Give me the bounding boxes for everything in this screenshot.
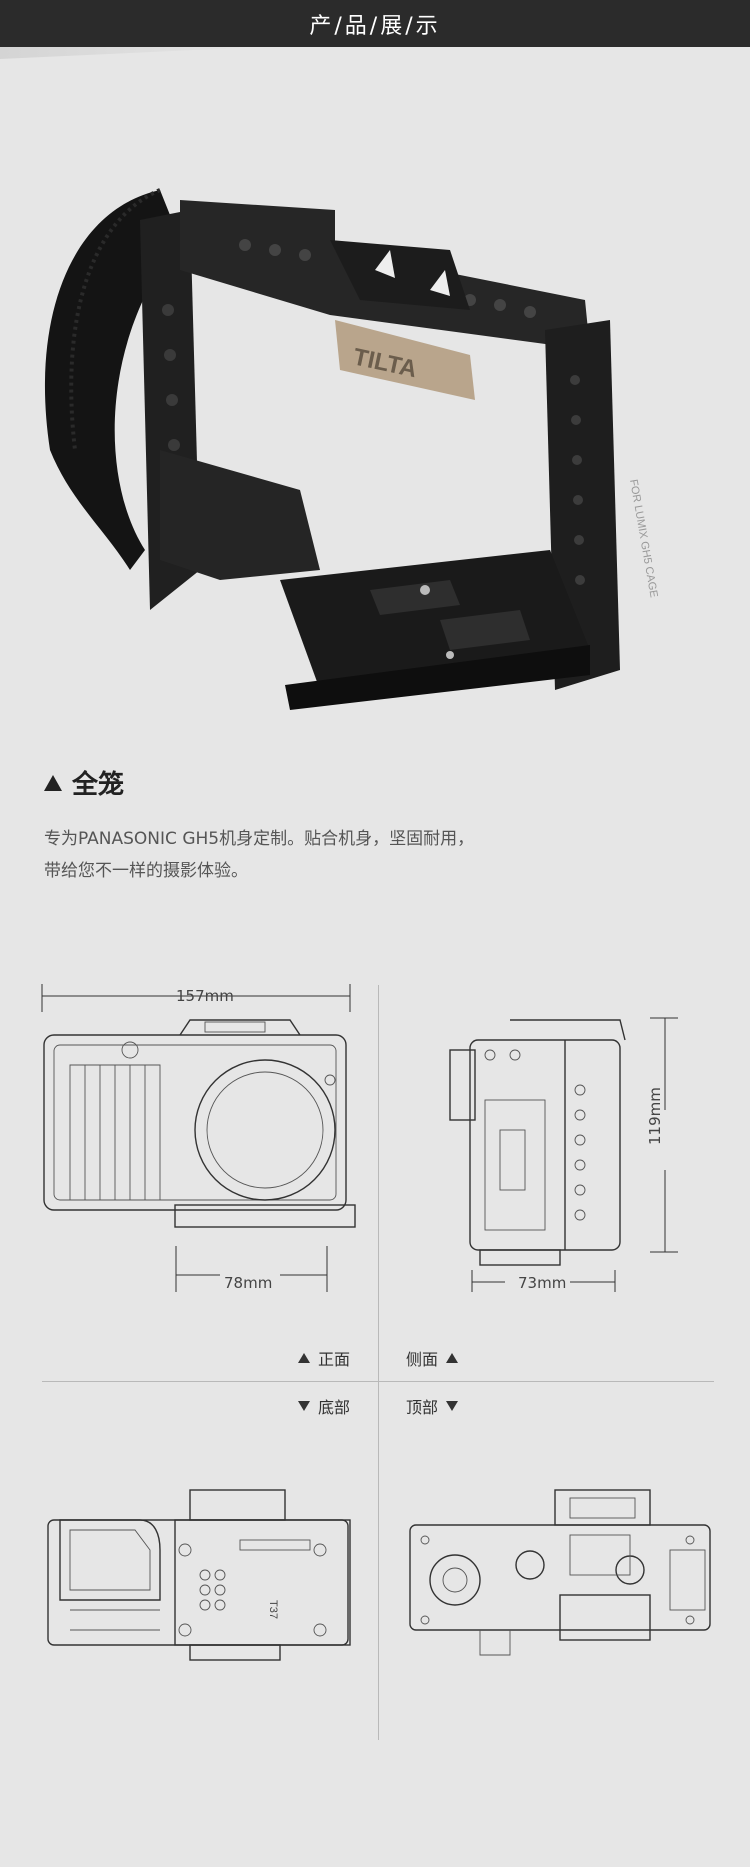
- triangle-up-icon: [446, 1353, 459, 1363]
- width-dimension-label: 157mm: [176, 987, 234, 1005]
- front-view-drawing: [41, 984, 356, 1292]
- height-dimension-label: 119mm: [646, 1087, 664, 1145]
- cage-product-image: TILTA FOR LUMIX GH5 CAGE: [44, 188, 660, 710]
- top-view-drawing: [409, 1489, 711, 1656]
- side-view-text: 侧面: [406, 1350, 439, 1369]
- side-depth-dimension-label: 73mm: [518, 1274, 567, 1292]
- bottom-view-drawing: T37: [47, 1489, 351, 1661]
- bottom-view-text: 底部: [318, 1398, 351, 1417]
- front-view-label: 正面: [298, 1346, 350, 1370]
- header-shadow: [0, 47, 260, 59]
- header-title: 产/品/展/示: [309, 13, 441, 39]
- engraving-text: FOR LUMIX GH5 CAGE: [627, 478, 660, 598]
- triangle-up-icon: [298, 1353, 310, 1363]
- top-view-text: 顶部: [406, 1398, 439, 1417]
- header-bar: 产/品/展/示: [0, 0, 750, 47]
- triangle-down-icon: [446, 1401, 459, 1411]
- description-line-2: 带给您不一样的摄影体验。: [44, 861, 248, 881]
- side-view-drawing: [449, 1017, 678, 1292]
- bottom-plate-mark: T37: [267, 1600, 279, 1619]
- triangle-up-icon: [44, 774, 62, 791]
- section-title: 全笼: [44, 764, 124, 801]
- description-line-1: 专为PANASONIC GH5机身定制。贴合机身，坚固耐用，: [44, 829, 475, 849]
- bottom-view-label: 底部: [298, 1394, 350, 1418]
- horizontal-divider: [42, 1381, 714, 1382]
- front-base-dimension-label: 78mm: [224, 1274, 273, 1292]
- top-view-label: 顶部: [406, 1394, 459, 1418]
- section-description: 专为PANASONIC GH5机身定制。贴合机身，坚固耐用， 带给您不一样的摄影…: [44, 823, 704, 887]
- vertical-divider: [378, 985, 379, 1740]
- triangle-down-icon: [298, 1401, 310, 1411]
- section-title-text: 全笼: [72, 770, 125, 800]
- side-view-label: 侧面: [406, 1346, 459, 1370]
- front-view-text: 正面: [318, 1350, 351, 1369]
